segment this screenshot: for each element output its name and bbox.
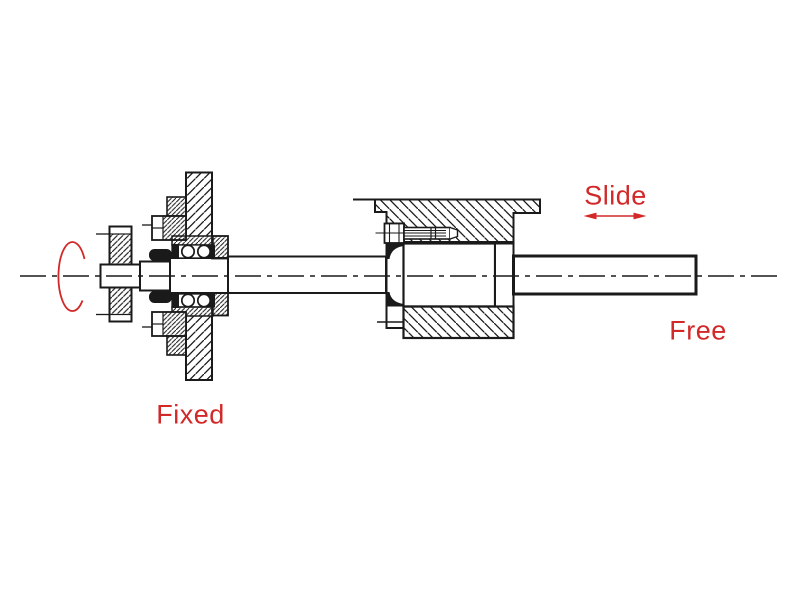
carriage-nut-assembly [353,198,541,340]
fixed-bearing-assembly [142,196,229,356]
bearing-seal-collar [149,249,172,261]
bearing-cap-top [166,196,187,217]
mounting-bolt [375,222,459,244]
bearing-ball [180,293,196,308]
bearing-outer-race-top [171,235,214,246]
slide-label: Slide [584,181,647,211]
bearing-ball [180,244,196,259]
free-label: Free [669,316,727,346]
slide-double-arrow-icon [583,212,647,220]
bearing-flange-top [211,235,229,260]
nut-housing-right-wall [494,242,515,308]
fixed-label: Fixed [156,400,225,430]
bearing-cap-bottom [166,335,187,356]
flange-fillet [386,292,404,307]
bearing-ball [196,244,212,259]
bearing-seal-collar [149,291,172,303]
bearing-ball [196,293,212,308]
screw-shaft-free-end [512,254,698,296]
bolt-tip [449,226,459,240]
screw-shaft-middle [227,255,387,294]
bearing-flange-bottom [211,292,229,317]
flange-fillet [386,243,404,259]
ball-nut-body [402,242,497,308]
nut-housing-bottom-block [402,305,515,340]
rotation-arrow-icon [57,241,86,312]
